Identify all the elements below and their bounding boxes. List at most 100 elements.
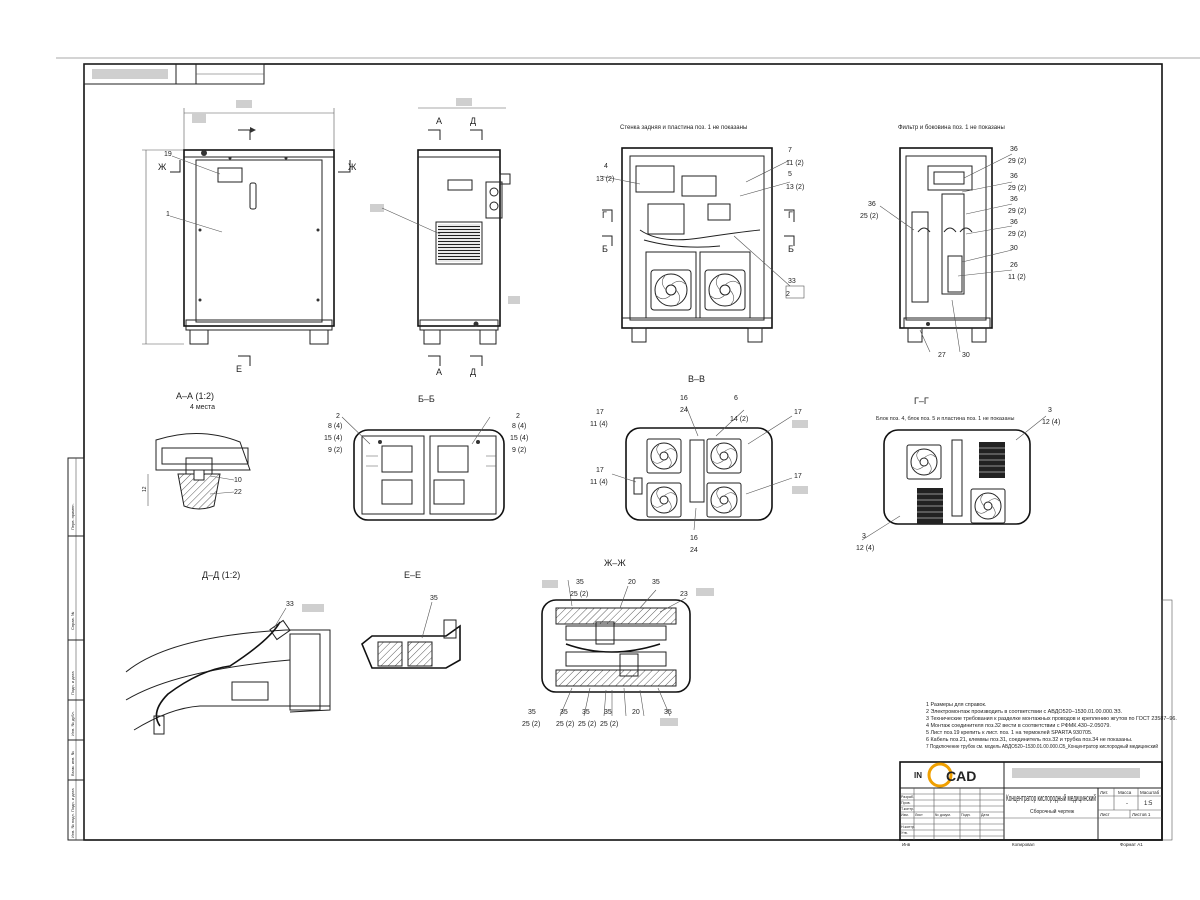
zhzh-top-25: 25 (2) (570, 591, 588, 598)
row-date: Дата (981, 813, 989, 817)
aa-title: А–А (1:2) (176, 391, 214, 401)
row-izm: Изм. (901, 813, 909, 817)
gg-callout-3b: 3 (862, 533, 866, 540)
note-3: 3 Технические требования к разделке монт… (926, 716, 1177, 722)
section-vv: В–В 16 24 6 14 (2) 17 11 (4) 17 11 (4) 1… (590, 374, 808, 554)
bb-callout-l3: 15 (4) (324, 435, 342, 442)
col-scale: Масштаб (1140, 790, 1160, 795)
vv-callout-16a: 16 (680, 395, 688, 402)
dd-title: Д–Д (1:2) (202, 570, 240, 580)
right-callout-36e: 36 (1010, 219, 1018, 226)
vv-callout-17d: 17 (794, 473, 802, 480)
mark-e: Е (236, 364, 242, 374)
note-1: 1 Размеры для справок. (926, 702, 986, 708)
zhzh-bot-25a: 25 (2) (522, 721, 540, 728)
bb-callout-r1: 2 (516, 413, 520, 420)
aa-callout-10: 10 (234, 477, 242, 484)
zhzh-bot-35e: 35 (664, 709, 672, 716)
gg-callout-3a: 3 (1048, 407, 1052, 414)
technical-notes: 1 Размеры для справок. 2 Электромонтаж п… (926, 702, 1177, 750)
right-callout-30a: 30 (1010, 245, 1018, 252)
section-ee: Е–Е 35 (361, 570, 461, 669)
scale-value: 1:5 (1144, 801, 1153, 807)
role-dev: Разраб. (901, 795, 914, 799)
zhzh-bot-35c: 35 (582, 709, 590, 716)
gg-caption: Блок поз. 4, блок поз. 5 и пластина поз.… (876, 416, 1015, 422)
rear-callout-4: 4 (604, 163, 608, 170)
right-callout-29a: 29 (2) (1008, 158, 1026, 165)
right-callout-36a: 36 (868, 201, 876, 208)
vv-callout-24b: 24 (690, 547, 698, 554)
mark-a-bottom: А (436, 367, 442, 377)
vv-callout-17b: 17 (596, 467, 604, 474)
gg-title: Г–Г (914, 396, 929, 406)
vv-callout-24a: 24 (680, 407, 688, 414)
vv-title: В–В (688, 374, 705, 384)
vv-callout-6: 6 (734, 395, 738, 402)
note-5: 5 Лист поз.19 крепить к лист. поз. 1 на … (926, 729, 1093, 736)
logo-text: CAD (946, 768, 976, 784)
strip-label-1: Перв. примен. (70, 503, 75, 530)
note-6: 6 Кабель поз.21, клеммы поз.31, соединит… (926, 737, 1132, 743)
right-callout-11: 11 (2) (1008, 274, 1026, 281)
bb-callout-r3: 15 (4) (510, 435, 528, 442)
zhzh-bot-35a: 35 (528, 709, 536, 716)
bb-callout-l4: 9 (2) (328, 447, 342, 454)
zhzh-bot-25c: 25 (2) (578, 721, 596, 728)
right-callout-29d: 29 (2) (1008, 231, 1026, 238)
note-7: 7 Подключение трубок см. модель АВДО520–… (926, 743, 1158, 750)
rear-callout-13a: 13 (2) (596, 176, 614, 183)
zhzh-top-23: 23 (680, 591, 688, 598)
section-aa: А–А (1:2) 4 места 12 10 22 (142, 391, 251, 510)
aa-dim: 12 (142, 486, 148, 492)
right-callout-29b: 29 (2) (1008, 185, 1026, 192)
callout-19: 19 (164, 151, 172, 158)
right-callout-36d: 36 (1010, 196, 1018, 203)
mark-g-left: Г (602, 210, 607, 220)
rear-view: Стенка задняя и пластина поз. 1 не показ… (596, 125, 805, 343)
vv-callout-16b: 16 (690, 535, 698, 542)
mass-value: - (1126, 801, 1128, 807)
logo-mark (927, 762, 953, 788)
zhzh-bot-35b: 35 (560, 709, 568, 716)
zhzh-title: Ж–Ж (604, 558, 626, 568)
zhzh-bot-20: 20 (632, 709, 640, 716)
mark-d-bottom: Д (470, 367, 476, 377)
bb-callout-l2: 8 (4) (328, 423, 342, 430)
logo-prefix: IN (914, 771, 922, 780)
right-callout-36b: 36 (1010, 146, 1018, 153)
bb-title: Б–Б (418, 394, 435, 404)
bb-callout-r4: 9 (2) (512, 447, 526, 454)
mark-b-right: Б (788, 244, 794, 254)
strip-label-7: Инв. № подл. (70, 813, 75, 838)
rear-callout-2: 2 (786, 291, 790, 298)
zhzh-bot-25d: 25 (2) (600, 721, 618, 728)
zhzh-top-20: 20 (628, 579, 636, 586)
aa-callout-22: 22 (234, 489, 242, 496)
strip-label-5: Взам. инв. № (70, 751, 75, 776)
role-approve: Утв. (901, 831, 908, 835)
role-tcontr: Т.контр. (901, 807, 914, 811)
right-callout-25: 25 (2) (860, 213, 878, 220)
rear-caption: Стенка задняя и пластина поз. 1 не показ… (620, 125, 747, 131)
title-block: IN CAD Лит. Масса Масштаб - 1:5 Лист Лис… (899, 761, 1163, 847)
zhzh-top-35b: 35 (652, 579, 660, 586)
product-name: Концентратор кислородный медицинский (1006, 793, 1096, 803)
right-callout-27: 27 (938, 352, 946, 359)
aa-subtitle: 4 места (190, 404, 215, 411)
rear-callout-33: 33 (788, 278, 796, 285)
zhzh-bot-35d: 35 (604, 709, 612, 716)
vv-callout-14: 14 (2) (730, 416, 748, 423)
strip-label-6: Подп. и дата (70, 788, 75, 812)
rear-callout-5: 5 (788, 171, 792, 178)
right-callout-26: 26 (1010, 262, 1018, 269)
callout-1: 1 (166, 211, 170, 218)
rear-callout-13b: 13 (2) (786, 184, 804, 191)
mark-b-left: Б (602, 244, 608, 254)
vv-callout-17a: 17 (596, 409, 604, 416)
side-strip: Перв. примен. Справ. № Подп. и дата Инв.… (67, 457, 85, 841)
ee-callout-35: 35 (430, 595, 438, 602)
section-bb: Б–Б 2 8 (4) 15 (4) 9 (2) 2 8 (4) 15 (4) … (324, 394, 528, 521)
mark-g-right: Г (788, 210, 793, 220)
col-lit: Лит. (1100, 790, 1108, 795)
